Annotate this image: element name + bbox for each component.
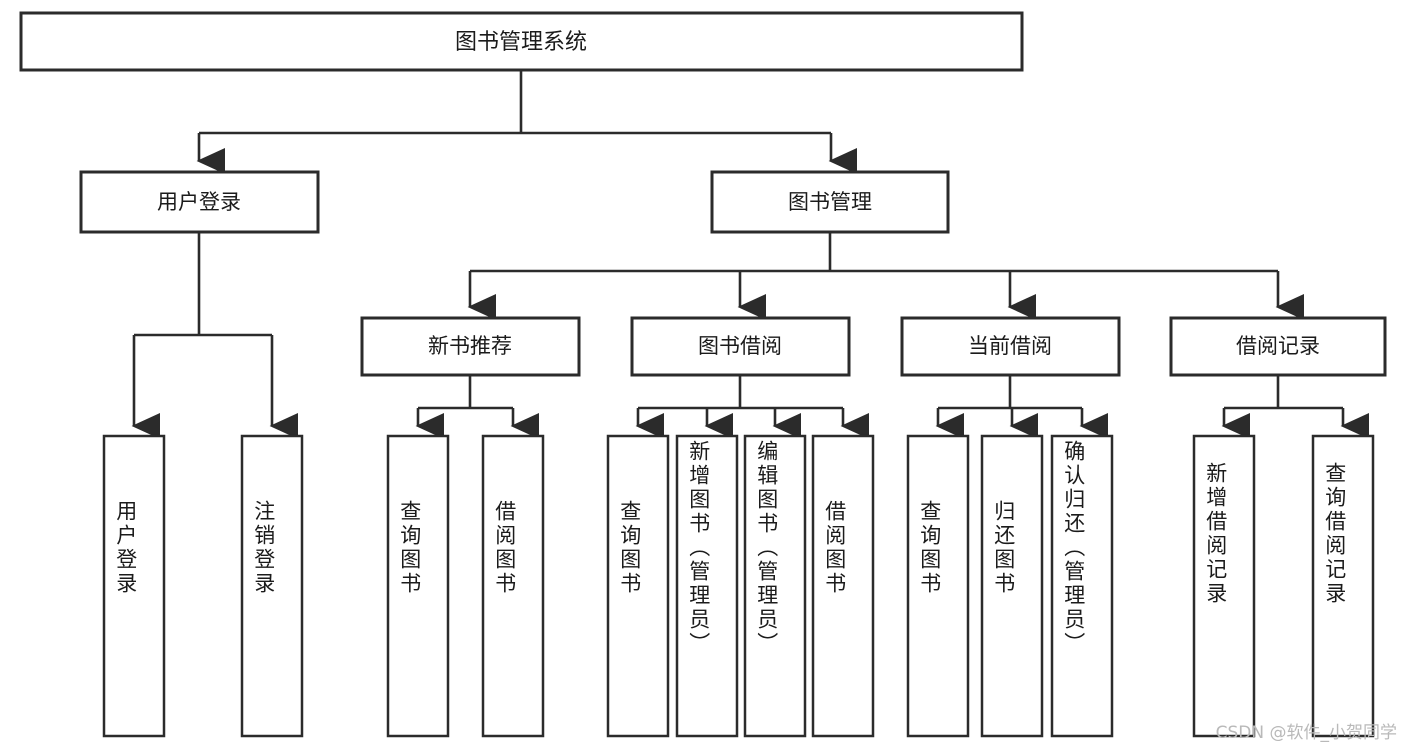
connector-new-book-recommend-to-leaves — [415, 375, 540, 440]
node-new-book-recommend-label: 新书推荐 — [428, 334, 512, 358]
leaf-boxes — [102, 434, 1375, 738]
leaf-box-query-record[interactable] — [1311, 434, 1375, 738]
node-current-borrow[interactable]: 当前借阅 — [900, 316, 1121, 377]
node-borrow-record[interactable]: 借阅记录 — [1169, 316, 1387, 377]
leaf-box-user-login[interactable] — [102, 434, 166, 738]
node-book-borrow[interactable]: 图书借阅 — [630, 316, 851, 377]
leaf-box-add-book[interactable] — [675, 434, 739, 738]
leaf-box-query-book-3[interactable] — [906, 434, 970, 738]
connector-user-login-to-leaves — [131, 232, 299, 440]
node-root-label: 图书管理系统 — [455, 30, 587, 55]
leaf-box-edit-book[interactable] — [743, 434, 807, 738]
node-borrow-record-label: 借阅记录 — [1236, 334, 1320, 358]
node-book-management-label: 图书管理 — [788, 190, 872, 214]
leaf-box-return-book[interactable] — [980, 434, 1044, 738]
node-root[interactable]: 图书管理系统 — [19, 11, 1024, 72]
connector-root-to-level1 — [196, 70, 858, 175]
node-book-borrow-label: 图书借阅 — [698, 334, 782, 358]
node-current-borrow-label: 当前借阅 — [968, 334, 1052, 358]
csdn-watermark: CSDN @软件_小贺同学 — [1215, 723, 1397, 743]
connector-book-management-to-level2 — [467, 232, 1305, 321]
node-new-book-recommend[interactable]: 新书推荐 — [360, 316, 581, 377]
leaf-box-add-record[interactable] — [1192, 434, 1256, 738]
connector-borrow-record-to-leaves — [1221, 375, 1370, 440]
leaf-box-confirm-return[interactable] — [1050, 434, 1114, 738]
leaf-box-query-book-2[interactable] — [606, 434, 670, 738]
connector-current-borrow-to-leaves — [935, 375, 1109, 440]
connector-book-borrow-to-leaves — [635, 375, 870, 440]
leaf-box-query-book-1[interactable] — [386, 434, 450, 738]
node-user-login-label: 用户登录 — [157, 190, 241, 214]
leaf-box-borrow-book-2[interactable] — [811, 434, 875, 738]
node-user-login[interactable]: 用户登录 — [79, 170, 320, 234]
leaf-box-borrow-book-1[interactable] — [481, 434, 545, 738]
leaf-box-logout[interactable] — [240, 434, 304, 738]
node-book-management[interactable]: 图书管理 — [710, 170, 950, 234]
